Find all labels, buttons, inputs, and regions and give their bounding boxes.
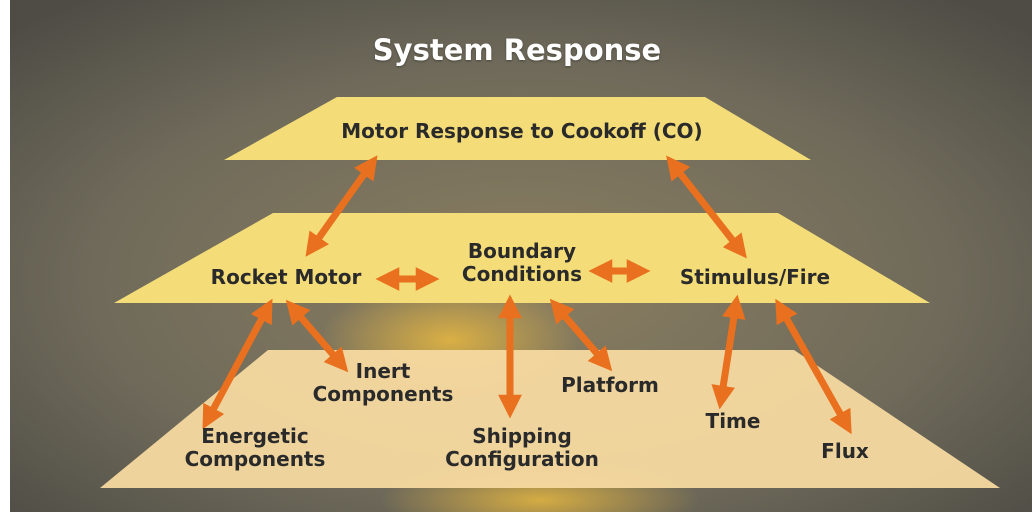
arrow-stimulus-to-time <box>711 294 746 410</box>
inert-line-1: Inert <box>355 359 411 383</box>
boundary-line-2: Conditions <box>461 262 583 286</box>
platform-label: Platform <box>561 373 659 397</box>
shipping-line-2: Configuration <box>445 447 599 471</box>
shipping-line-1: Shipping <box>472 424 572 448</box>
energetic-line-1: Energetic <box>201 424 309 448</box>
inert-components-label: Inert Components <box>298 360 468 406</box>
rocket-motor-label: Rocket Motor <box>210 265 362 289</box>
diagram-title: System Response <box>372 33 662 67</box>
boundary-conditions-label: Boundary Conditions <box>432 240 612 286</box>
top-tier-label: Motor Response to Cookoff (CO) <box>341 119 703 143</box>
arrow-stimulus-to-flux <box>775 298 852 435</box>
time-label: Time <box>705 409 761 433</box>
arrow-boundary-to-platform <box>549 298 613 372</box>
stimulus-fire-label: Stimulus/Fire <box>679 265 831 289</box>
arrow-top-to-rocket-motor <box>305 155 378 257</box>
energetic-components-label: Energetic Components <box>175 425 335 471</box>
shipping-configuration-label: Shipping Configuration <box>432 425 612 471</box>
inert-line-2: Components <box>312 382 454 406</box>
energetic-line-2: Components <box>184 447 326 471</box>
arrow-top-to-stimulus <box>666 155 747 259</box>
arrow-rocket-to-inert <box>285 299 349 373</box>
arrow-rocket-to-energetic <box>202 298 273 430</box>
boundary-line-1: Boundary <box>467 239 577 263</box>
flux-label: Flux <box>821 439 869 463</box>
bottom-tier <box>100 350 1000 488</box>
top-tier <box>224 97 811 160</box>
